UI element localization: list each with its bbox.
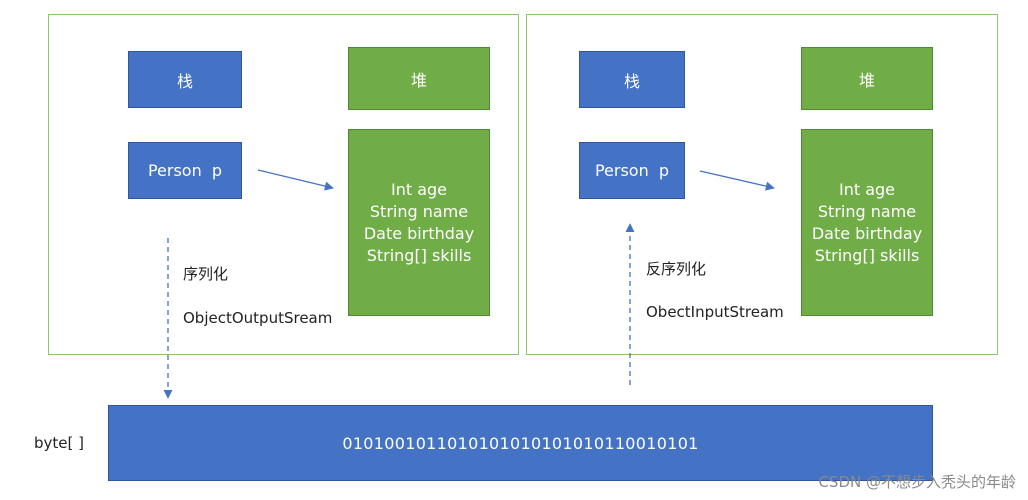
heap-label: 堆 (858, 70, 875, 90)
reference-label: Person p (147, 161, 223, 180)
byte-array-label: byte[ ] (34, 434, 84, 452)
serialize-label: 序列化 (183, 265, 229, 283)
field-name: String name (369, 201, 469, 221)
field-skills: String[] skills (814, 245, 920, 265)
stack-label: 栈 (623, 71, 640, 91)
heap-object-left: Int age String name Date birthday String… (348, 129, 490, 316)
stack-header-left: 栈 (128, 51, 242, 108)
field-birthday: Date birthday (363, 223, 475, 243)
watermark: CSDN @不想步入秃头的年龄 (818, 473, 1016, 491)
person-reference-left: Person p (128, 142, 242, 199)
input-stream-label: ObectInputStream (646, 303, 784, 321)
heap-header-right: 堆 (801, 47, 933, 110)
byte-array-value: 0101001011010101010101010110010101 (342, 433, 699, 453)
field-age: Int age (390, 179, 448, 199)
field-age: Int age (838, 179, 896, 199)
reference-arrow-left (257, 169, 334, 191)
heap-object-right: Int age String name Date birthday String… (801, 129, 933, 316)
stack-header-right: 栈 (579, 51, 685, 108)
reference-label: Person p (594, 161, 670, 180)
byte-array-bar: 0101001011010101010101010110010101 (108, 405, 933, 481)
reference-arrow-right (699, 170, 775, 191)
output-stream-label: ObjectOutputSream (183, 309, 333, 327)
deserialize-label: 反序列化 (646, 260, 707, 278)
heap-label: 堆 (410, 70, 427, 90)
heap-header-left: 堆 (348, 47, 490, 110)
field-birthday: Date birthday (811, 223, 923, 243)
field-name: String name (817, 201, 917, 221)
person-reference-right: Person p (579, 142, 685, 199)
stack-label: 栈 (176, 71, 193, 91)
field-skills: String[] skills (366, 245, 472, 265)
